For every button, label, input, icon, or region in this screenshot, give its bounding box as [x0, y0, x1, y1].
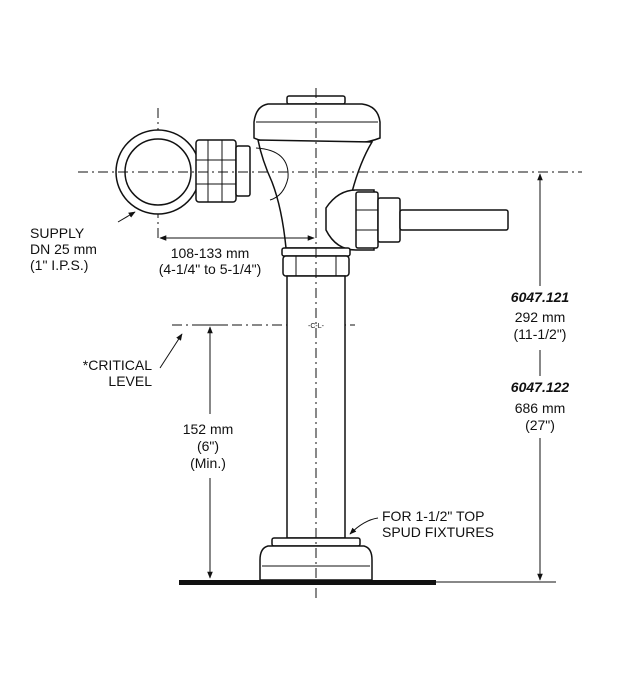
model-b-mm: 686 mm: [515, 400, 566, 416]
floor-plate: [179, 580, 436, 585]
model-a-mm: 292 mm: [515, 309, 566, 325]
min-height-inch: (6"): [197, 438, 219, 454]
critical-level-leader: [159, 333, 183, 369]
supply-label-line2: DN 25 mm: [30, 241, 97, 257]
min-height-note: (Min.): [190, 455, 226, 471]
supply-collar: [235, 145, 251, 197]
critical-level-line2: LEVEL: [108, 373, 152, 389]
body-curve-detail: [255, 147, 289, 201]
supply-label-line1: SUPPLY: [30, 225, 85, 241]
min-height-mm: 152 mm: [183, 421, 234, 437]
supply-leader: [117, 211, 136, 223]
handle-lever: [399, 209, 509, 231]
model-a-code: 6047.121: [511, 289, 570, 305]
model-a-inch: (11-1/2"): [514, 326, 567, 342]
spud-label-line1: FOR 1-1/2" TOP: [382, 508, 484, 524]
offset-label-mm: 108-133 mm: [171, 245, 250, 261]
model-b-inch: (27"): [525, 417, 555, 433]
handle-nut: [355, 191, 379, 249]
centerline-label: -C-L-: [308, 323, 325, 330]
offset-label-inch: (4-1/4" to 5-1/4"): [159, 261, 262, 277]
spud-leader: [349, 517, 379, 535]
model-b-code: 6047.122: [511, 379, 570, 395]
spud-label-line2: SPUD FIXTURES: [382, 524, 494, 540]
handle-collar: [377, 197, 401, 243]
critical-level-line1: *CRITICAL: [83, 357, 152, 373]
supply-label-line3: (1" I.P.S.): [30, 257, 88, 273]
supply-nut: [195, 139, 237, 203]
